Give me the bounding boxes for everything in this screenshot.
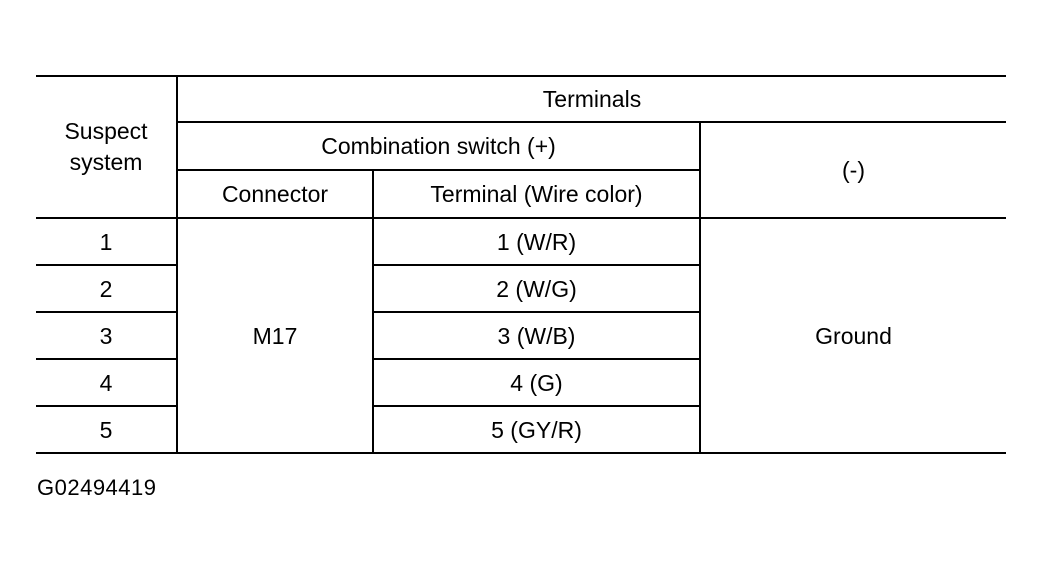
suspect-system-header: Suspect system <box>36 75 178 219</box>
terminal-cell: 2 (W/G) <box>372 264 701 313</box>
header-row-1: Suspect system Terminals <box>36 75 1006 219</box>
connector-header: Connector <box>176 169 374 219</box>
header-row-3: Connector Terminal (Wire color) <box>36 169 1006 219</box>
system-cell: 1 <box>36 217 178 266</box>
terminal-table: Suspect system Terminals Combination swi… <box>36 75 1006 454</box>
terminal-wire-color-header: Terminal (Wire color) <box>372 169 701 219</box>
table-row: 1 M17 1 (W/R) Ground <box>36 217 1006 454</box>
table-row: 3 3 (W/B) <box>36 311 1006 360</box>
combination-switch-header: Combination switch (+) <box>176 121 701 171</box>
system-cell: 5 <box>36 405 178 454</box>
terminal-cell: 4 (G) <box>372 358 701 407</box>
figure-id: G02494419 <box>37 475 157 500</box>
table-row: 4 4 (G) <box>36 358 1006 407</box>
system-cell: 3 <box>36 311 178 360</box>
terminal-cell: 5 (GY/R) <box>372 405 701 454</box>
connector-cell: M17 <box>176 217 374 454</box>
table-row: 2 2 (W/G) <box>36 264 1006 313</box>
header-row-2: Combination switch (+) (-) <box>36 121 1006 219</box>
system-cell: 2 <box>36 264 178 313</box>
terminals-header: Terminals <box>176 75 1006 123</box>
table-row: 5 5 (GY/R) <box>36 405 1006 454</box>
terminal-cell: 3 (W/B) <box>372 311 701 360</box>
ground-cell: Ground <box>699 217 1006 454</box>
minus-header: (-) <box>699 121 1006 219</box>
terminal-cell: 1 (W/R) <box>372 217 701 266</box>
system-cell: 4 <box>36 358 178 407</box>
terminal-table-wrapper: Suspect system Terminals Combination swi… <box>36 75 1006 454</box>
